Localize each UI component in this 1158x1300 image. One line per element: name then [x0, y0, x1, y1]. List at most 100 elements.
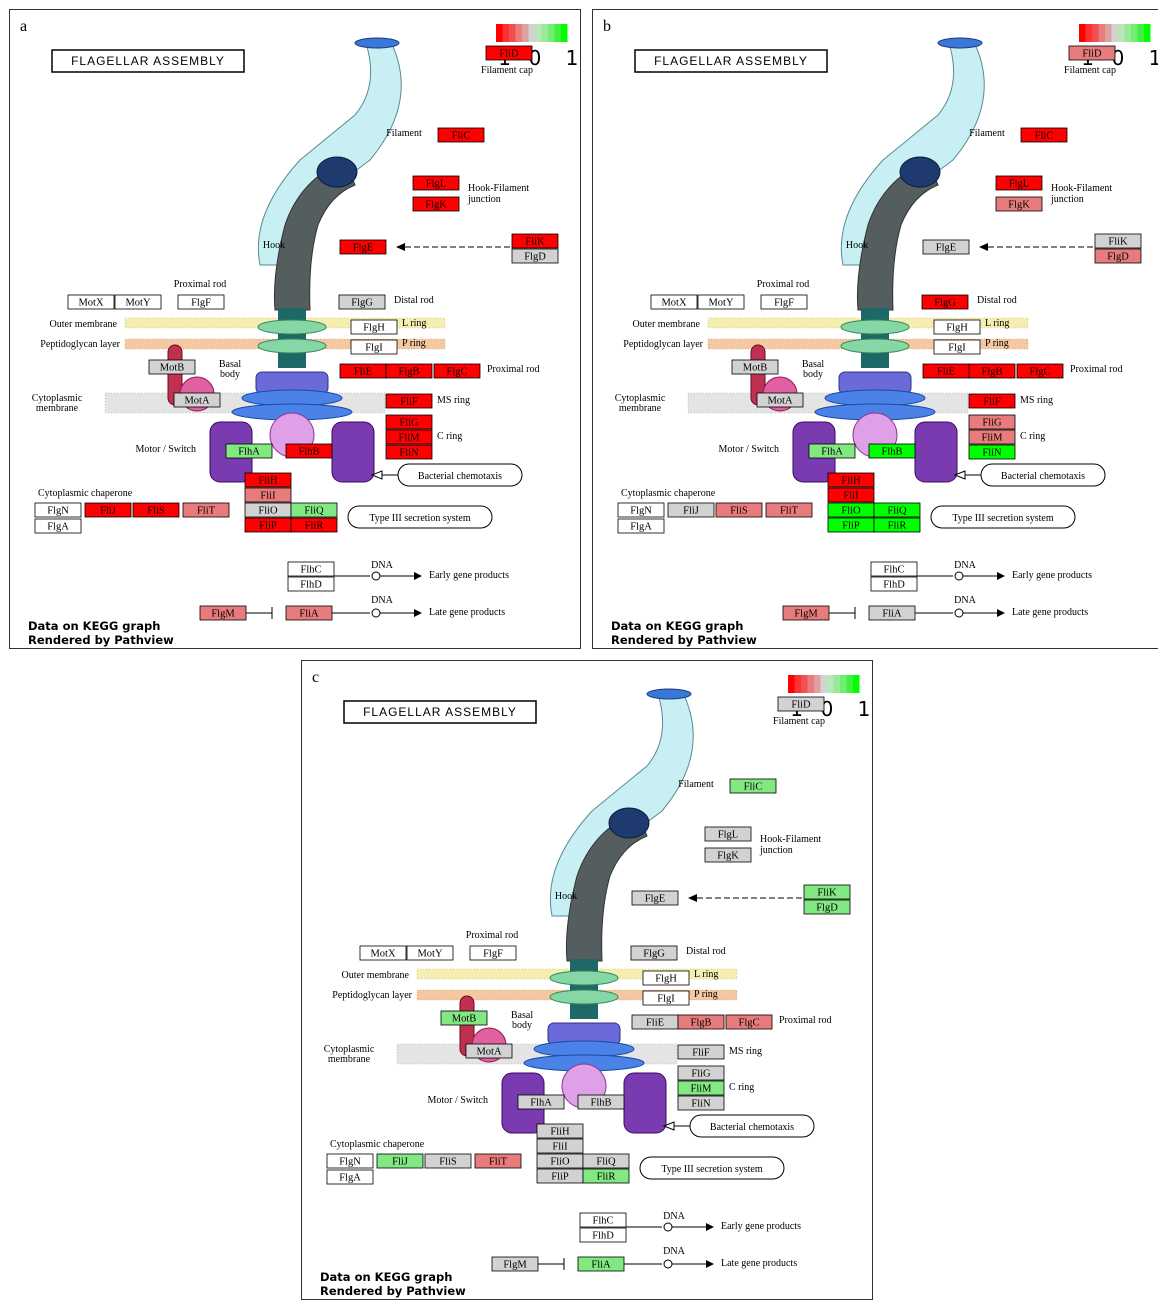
gene-box-bg — [729, 778, 777, 794]
arrowhead — [688, 894, 697, 902]
l-ring-label: L ring — [402, 318, 426, 329]
gene-label: MotX — [78, 298, 104, 309]
gene-box-bg — [132, 502, 180, 518]
legend-swatch — [528, 24, 535, 42]
gene-box-flgg: FlgG — [630, 945, 678, 961]
gene-label: FlhD — [300, 580, 322, 591]
gene-box-bg — [760, 294, 808, 310]
gene-box-bg — [376, 1153, 424, 1169]
panel-b: b FLAGELLAR ASSEMBLY-101FilamentFilament… — [592, 9, 1158, 649]
flagellum-structure: FLAGELLAR ASSEMBLY-101FilamentFilament c… — [320, 675, 870, 1298]
gene-label: FliH — [550, 1127, 570, 1138]
footer-line-2: Rendered by Pathview — [320, 1284, 466, 1298]
gene-label: MotY — [417, 949, 443, 960]
legend-swatch — [1124, 24, 1131, 42]
gene-box-flig: FliG — [968, 414, 1016, 430]
gene-box-fliq: FliQ — [873, 502, 921, 518]
type-iii-secretion-label: Type III secretion system — [369, 513, 470, 524]
gene-box-bg — [287, 561, 335, 577]
membrane-label: membrane — [328, 1054, 371, 1065]
rod — [278, 308, 306, 368]
legend-swatch — [1079, 24, 1086, 42]
l-ring-label: L ring — [694, 969, 718, 980]
gene-box-bg — [725, 1014, 773, 1030]
legend-swatch — [1085, 24, 1092, 42]
gene-box-flgc: FlgC — [725, 1014, 773, 1030]
gene-box-flit: FliT — [182, 502, 230, 518]
gene-box-flgh: FlgH — [642, 970, 690, 986]
legend-swatch — [1144, 24, 1151, 42]
gene-box-bg — [827, 472, 875, 488]
gene-box-bg — [114, 294, 162, 310]
t3ss-box — [347, 505, 493, 529]
title-box — [51, 49, 245, 73]
legend-swatch — [807, 675, 814, 693]
gene-box-mota: MotA — [173, 392, 221, 408]
gene-box-flgi: FlgI — [933, 339, 981, 355]
gene-label: FliR — [888, 521, 907, 532]
gene-label: FliO — [841, 506, 861, 517]
gene-label: FliP — [842, 521, 860, 532]
gene-box-bg — [868, 605, 916, 621]
gene-box-flis: FliS — [715, 502, 763, 518]
gene-box-bg — [338, 294, 386, 310]
gene-box-bg — [199, 605, 247, 621]
hook-filament-label: Hook-Filament — [760, 834, 821, 845]
gene-box-bg — [968, 414, 1016, 430]
p-ring-shape — [257, 338, 327, 354]
gene-box-flge: FlgE — [922, 239, 970, 255]
gene-label: MotX — [370, 949, 396, 960]
gene-box-bg — [650, 294, 698, 310]
membrane-label: membrane — [619, 403, 662, 414]
hook-label: Hook — [555, 891, 577, 902]
legend-swatch — [833, 675, 840, 693]
gene-label: FlgA — [339, 1173, 361, 1184]
gene-label: MotX — [661, 298, 687, 309]
legend-max-label: 1 — [566, 46, 579, 70]
gene-box-flgm: FlgM — [491, 1256, 539, 1272]
proximal-rod-top-label: Proximal rod — [174, 279, 227, 290]
dna-node — [954, 571, 964, 581]
dna-label: DNA — [954, 560, 976, 571]
gene-box-flgb: FlgB — [968, 363, 1016, 379]
gene-box-flia: FliA — [577, 1256, 625, 1272]
gene-label: FliN — [399, 448, 419, 459]
gene-label: FliG — [399, 418, 419, 429]
gene-box-bg — [290, 502, 338, 518]
filament-tube — [549, 690, 694, 917]
gene-box-flio: FliO — [244, 502, 292, 518]
gene-box-bg — [1094, 233, 1142, 249]
gene-box-flgl: FlgL — [412, 175, 460, 191]
gene-box-flhb: FlhB — [868, 443, 916, 459]
filament-cap-disc — [354, 37, 400, 49]
filament-cap-label: Filament cap — [773, 716, 825, 727]
l-ring-label: L ring — [985, 318, 1009, 329]
dna-node — [371, 608, 381, 618]
footer-line-1: Data on KEGG graph — [611, 619, 743, 633]
gene-box-bg — [968, 363, 1016, 379]
gene-label: FlgN — [339, 1157, 361, 1168]
gene-box-flhc: FlhC — [870, 561, 918, 577]
gene-label: FliM — [398, 433, 420, 444]
gene-label: FliA — [591, 1260, 611, 1271]
gene-box-bg — [290, 517, 338, 533]
l-ring-shape — [840, 319, 910, 335]
arrowhead — [396, 243, 405, 251]
gene-box-flhd: FlhD — [287, 576, 335, 592]
gene-box-flit: FliT — [765, 502, 813, 518]
hook-tube — [565, 810, 648, 962]
gene-label: FliD — [499, 49, 519, 60]
gene-box-motb: MotB — [148, 359, 196, 375]
gene-box-flie: FliE — [339, 363, 387, 379]
gene-label: FlgH — [655, 974, 677, 985]
legend-swatch — [541, 24, 548, 42]
filament-cap-disc — [937, 37, 983, 49]
gene-box-flin: FliN — [968, 444, 1016, 460]
gene-label: FliM — [690, 1084, 712, 1095]
dna-label: DNA — [663, 1246, 685, 1257]
gene-box-flie: FliE — [922, 363, 970, 379]
gene-label: FlgM — [211, 609, 235, 620]
gene-label: FliP — [259, 521, 277, 532]
filament-cap-label: Filament cap — [1064, 65, 1116, 76]
